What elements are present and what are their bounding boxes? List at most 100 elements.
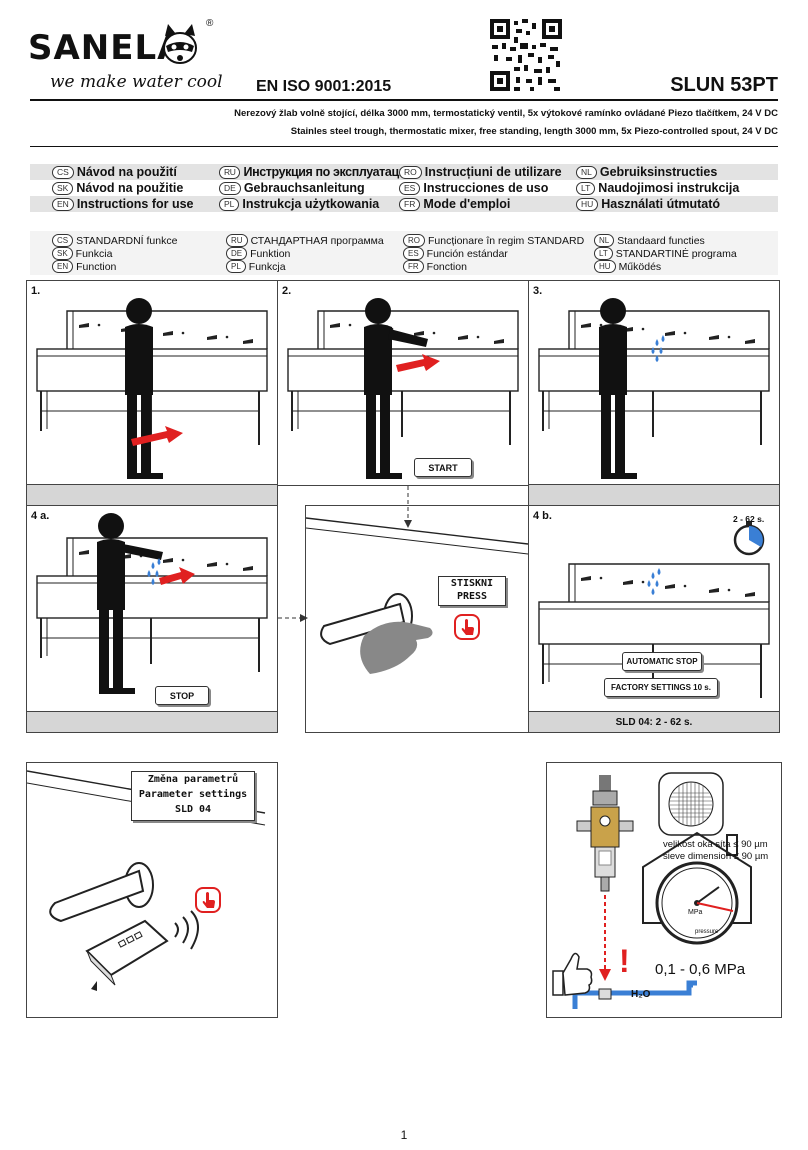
lang-code: RO xyxy=(403,234,425,247)
lang-code: PL xyxy=(219,197,240,211)
automatic-stop-label: AUTOMATIC STOP xyxy=(622,652,702,671)
step-4a-illustration xyxy=(36,513,268,694)
function-text: Működés xyxy=(618,260,662,273)
function-text: Función estándar xyxy=(426,247,508,260)
lang-code: EN xyxy=(52,197,74,211)
lang-code: RO xyxy=(399,165,422,179)
lang-code: HU xyxy=(576,197,599,211)
parameter-callout: Změna parametrů Parameter settings SLD 0… xyxy=(131,771,255,821)
description-divider xyxy=(30,146,778,147)
lang-text: Návod na použitie xyxy=(76,181,184,195)
lang-code: CS xyxy=(52,165,74,179)
params-device: SLD 04 xyxy=(174,804,212,815)
description-en: Stainles steel trough, thermostatic mixe… xyxy=(290,126,778,137)
model-number: SLUN 53PT xyxy=(670,74,778,96)
function-text: Function xyxy=(76,260,117,273)
gauge-unit: MPa xyxy=(688,909,703,916)
pressure-gauge-icon xyxy=(655,861,739,945)
touch-button-icon xyxy=(195,887,221,913)
hand-arrow-icon xyxy=(159,567,195,585)
slogan: we make water cool xyxy=(50,72,223,92)
lang-text: Instrucciones de uso xyxy=(423,181,549,195)
raccoon-mascot-icon xyxy=(163,24,197,64)
pressure-range: 0,1 - 0,6 MPa xyxy=(655,961,746,978)
lang-code: DE xyxy=(226,247,248,260)
lang-code: EN xyxy=(52,260,74,273)
lang-code: ES xyxy=(403,247,424,260)
lang-code: SK xyxy=(52,181,74,195)
lang-code: RU xyxy=(219,165,241,179)
press-cs: STISKNI xyxy=(450,578,494,589)
step-1-illustration xyxy=(36,298,268,479)
function-text: Standaard functies xyxy=(617,234,705,247)
filter-valve-icon xyxy=(576,775,634,892)
lang-text: Инструкция по эксплуатации xyxy=(243,165,414,179)
step-2-illustration xyxy=(287,298,519,479)
lang-code: LT xyxy=(576,181,596,195)
step-number: 2. xyxy=(282,285,292,297)
step-number: 1. xyxy=(31,285,41,297)
function-text: STANDARTINĖ programa xyxy=(615,247,737,260)
registered-mark: ® xyxy=(206,18,214,29)
lang-code: PL xyxy=(226,260,246,273)
function-text: STANDARDNÍ funkce xyxy=(76,234,178,247)
step-bar xyxy=(528,484,780,506)
function-text: Funkcia xyxy=(75,247,113,260)
lang-text: Instrukcja użytkowania xyxy=(242,197,380,211)
water-label: H₂O xyxy=(631,989,651,1000)
function-text: Funktion xyxy=(250,247,291,260)
sieve-cs: velikost oka síta ≤ 90 µm xyxy=(663,839,768,850)
sieve-icon xyxy=(658,772,724,836)
press-en: PRESS xyxy=(456,591,488,602)
sieve-en: sieve dimension ≤ 90 µm xyxy=(663,851,769,862)
filter-illustration xyxy=(552,772,752,1009)
lang-code: HU xyxy=(594,260,616,273)
lang-text: Gebrauchsanleitung xyxy=(243,181,365,195)
start-label: START xyxy=(414,458,472,477)
step-4b-illustration xyxy=(538,521,770,699)
step-1-panel: 1. xyxy=(26,280,278,486)
step-2-panel: 2. xyxy=(277,280,529,486)
lang-code: NL xyxy=(594,234,615,247)
lang-text: Naudojimosi instrukcija xyxy=(598,181,740,195)
header-divider xyxy=(30,99,778,101)
function-text: Funcționare în regim STANDARD xyxy=(428,234,585,247)
press-detail-panel: STISKNI PRESS xyxy=(305,505,529,733)
lang-text: Návod na použití xyxy=(76,165,177,179)
step-4a-panel: 4 a. xyxy=(26,505,278,713)
qr-code-icon xyxy=(488,17,564,93)
function-text: СТАНДАРТНАЯ программа xyxy=(250,234,384,247)
params-en: Parameter settings xyxy=(138,789,248,800)
lang-text: Gebruiksinstructies xyxy=(599,165,718,179)
filter-pressure-panel: velikost oka síta ≤ 90 µm sieve dimensio… xyxy=(546,762,782,1018)
step-bar xyxy=(26,711,278,733)
lang-code: RU xyxy=(226,234,248,247)
touch-button-icon xyxy=(454,614,480,640)
step-number: 3. xyxy=(533,285,543,297)
hand-arrow-icon xyxy=(396,354,440,372)
params-cs: Změna parametrů xyxy=(147,774,239,785)
lang-code: FR xyxy=(399,197,421,211)
brand-name: SANELA xyxy=(28,28,185,68)
warning-icon: ! xyxy=(619,943,630,979)
page-number: 1 xyxy=(400,1128,408,1142)
